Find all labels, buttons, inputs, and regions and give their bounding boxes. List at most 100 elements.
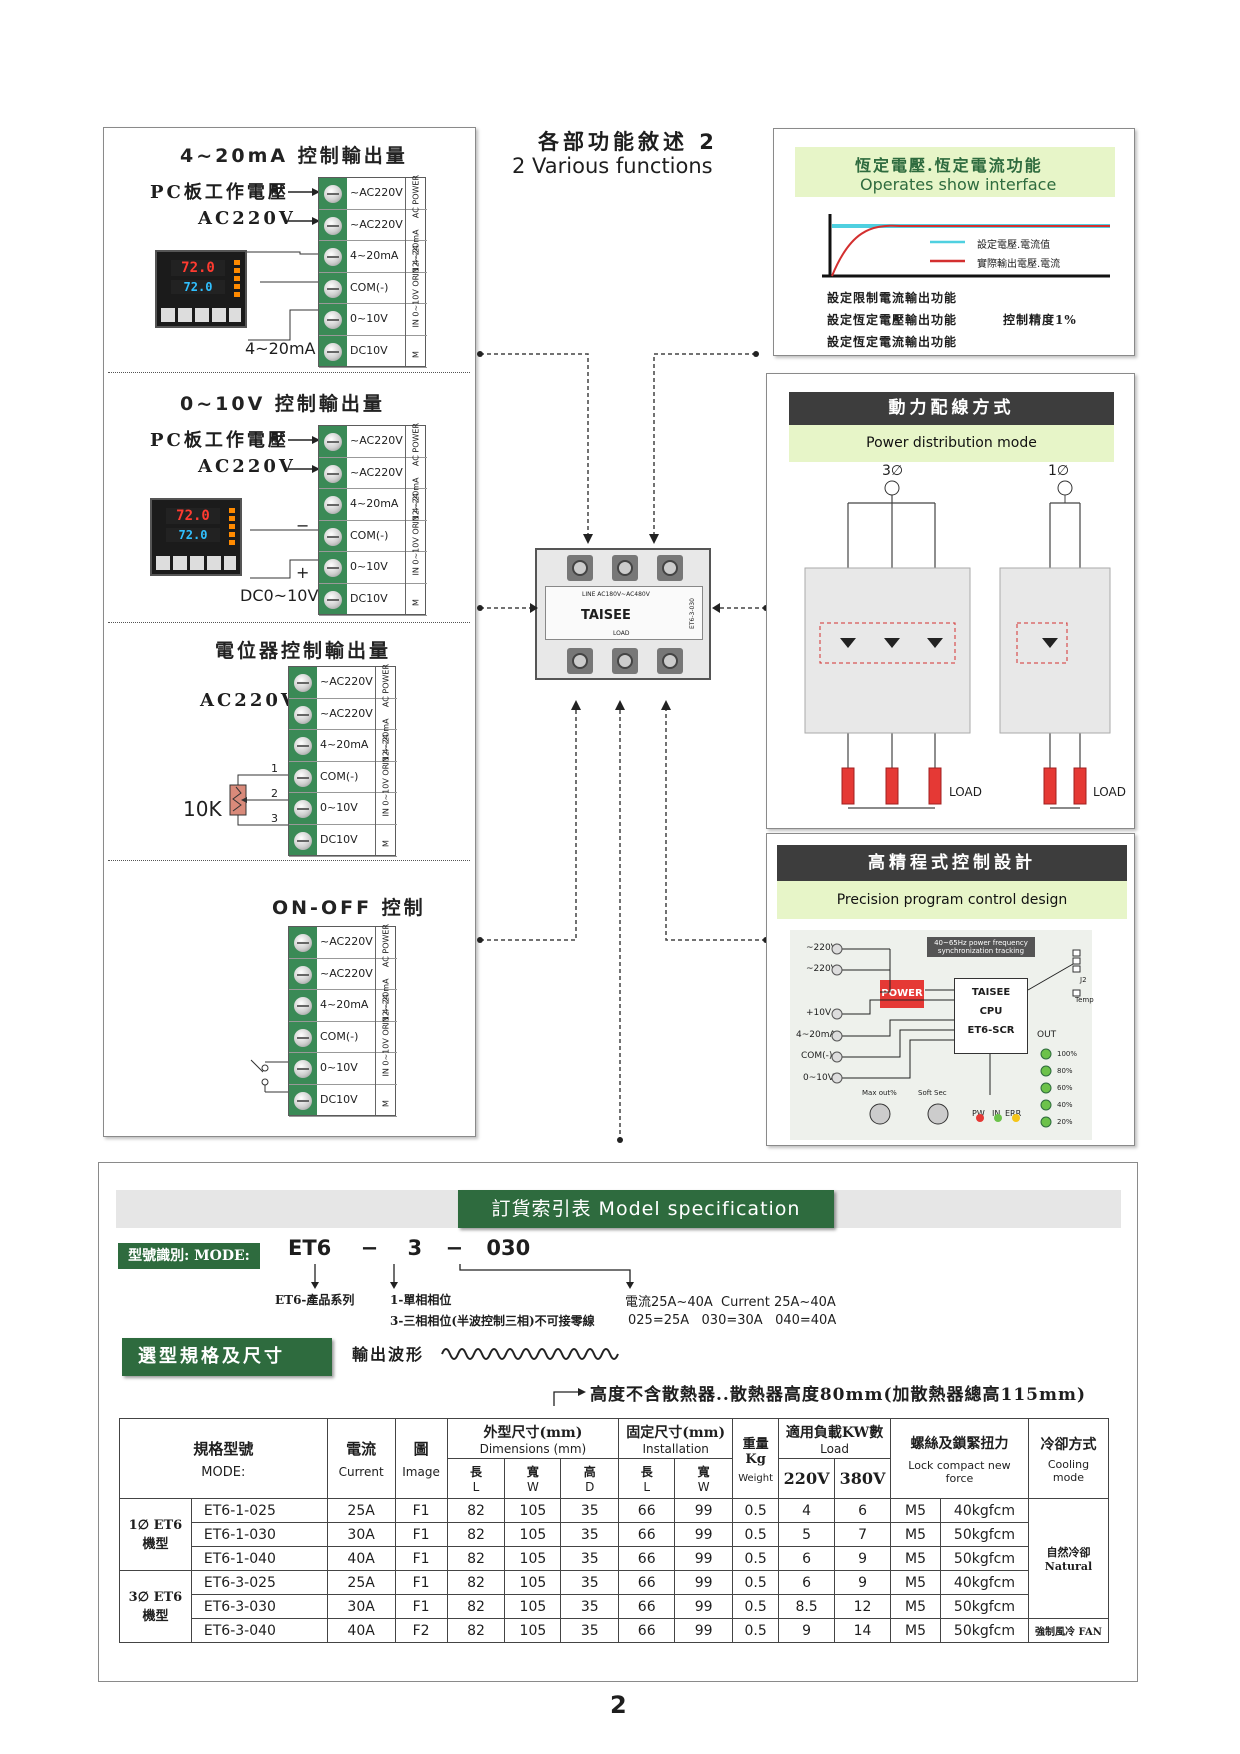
table-cell: 99 (674, 1546, 734, 1571)
h-image-en: Image (402, 1465, 440, 1479)
h-W-en: W (526, 1480, 539, 1494)
table-cell: 82 (446, 1618, 506, 1643)
screw-icon (324, 216, 342, 235)
terminal-label: COM(-) (350, 528, 389, 542)
screw-icon (294, 997, 312, 1016)
table-cell: ET6-3-040 (190, 1618, 328, 1643)
phase1-desc: 1-單相相位 (390, 1293, 452, 1307)
pv-display: 72.0 (171, 260, 225, 276)
table-cell: 6 (778, 1570, 836, 1595)
table-cell: 0.5 (732, 1522, 780, 1547)
h-380v: 380V (834, 1458, 892, 1499)
side-label: AC POWER (411, 174, 421, 219)
h-IW-en: W (697, 1480, 710, 1494)
terminal-label: ~AC220V (320, 706, 373, 720)
s2-wires (250, 436, 320, 579)
page-number: 2 (610, 1691, 627, 1719)
out-label: OUT (1037, 1030, 1057, 1040)
sync-label: 40~65Hz power frequency synchronization … (927, 937, 1035, 957)
output-waveform (441, 1348, 619, 1360)
cpu-in-2: ~220V (806, 964, 837, 974)
screw-icon (324, 496, 342, 515)
terminal-label: 4~20mA (350, 497, 399, 511)
j2-label: J2 (1080, 976, 1087, 984)
terminal-row: ~AC220V (319, 210, 427, 242)
power-title-zh: 動力配線方式 (789, 392, 1114, 425)
side-label: IN 0~10V OR 12~24 (411, 245, 421, 328)
terminal-label: COM(-) (320, 769, 359, 783)
s3-ac-label: AC220V (200, 690, 298, 711)
h-load-en: Load (820, 1441, 849, 1456)
cpu-in-3: +10V (806, 1008, 832, 1018)
table-cell: F1 (394, 1570, 448, 1595)
ssr-term-t3 (657, 555, 683, 581)
s2-pc-label: PC板工作電壓 (150, 430, 289, 451)
ssr-module: TAISEE LINE AC180V~AC480V LOAD ET6-3-030 (535, 548, 711, 680)
s4-title: ON-OFF 控制 (272, 897, 426, 919)
table-cell: 30A (326, 1522, 396, 1547)
h-cool-zh: 冷卻方式 (1040, 1436, 1097, 1453)
side-label: AC POWER (381, 923, 391, 968)
table-cell: ET6-1-025 (190, 1498, 328, 1523)
terminal-row: ~AC220V (319, 458, 427, 490)
code-arrows (311, 1264, 634, 1289)
table-cell: 50kgfcm (939, 1618, 1029, 1643)
h-IW-zh: 寬 (697, 1465, 710, 1479)
s3-title: 電位器控制輸出量 (215, 640, 392, 662)
ssr-term-b2 (612, 648, 638, 674)
divider (108, 372, 470, 373)
h-dim-zh: 外型尺寸(mm) (483, 1424, 583, 1441)
h-model-en: MODE: (201, 1464, 246, 1480)
s2-controller: 72.0 72.0 (150, 498, 242, 576)
h-W-zh: 寬 (526, 1465, 539, 1479)
s2-signal-label: DC0~10V (240, 586, 319, 605)
table-cell: 105 (504, 1594, 562, 1619)
table-cell: 35 (560, 1522, 620, 1547)
terminal-row: COM(-) (289, 1022, 397, 1054)
terminal-label: 4~20mA (350, 249, 399, 263)
s2-minus: − (296, 516, 310, 535)
terminal-row: 0~10V (319, 304, 427, 336)
table-cell: 35 (560, 1498, 620, 1523)
terminal-row: 4~20mA (319, 241, 427, 273)
side-label: IN 0~10V OR 12~24 (411, 493, 421, 576)
s2-ac-label: AC220V (198, 456, 296, 477)
screw-icon (324, 311, 342, 330)
sv-display: 72.0 (171, 280, 225, 294)
cpu-wiring (831, 943, 1081, 1128)
controller-buttons (161, 308, 241, 322)
pot-label: 10K (183, 797, 222, 821)
h-D-zh: 高 (583, 1465, 596, 1479)
terminal-row: DC10V (289, 1085, 397, 1117)
table-cell: F1 (394, 1546, 448, 1571)
load-1phase: LOAD (1093, 785, 1126, 799)
table-cell: F2 (394, 1618, 448, 1643)
pot-pin3: 3 (271, 812, 278, 825)
s1-ac-label: AC220V (198, 208, 296, 229)
pct-100: 100% (1057, 1050, 1078, 1058)
s2-title: 0~10V 控制輸出量 (180, 393, 385, 415)
terminal-row: ~AC220V (319, 178, 427, 210)
table-cell: 82 (446, 1522, 506, 1547)
table-cell: 105 (504, 1570, 562, 1595)
table-cell: 99 (674, 1618, 734, 1643)
table-cell: 4 (778, 1498, 836, 1523)
terminal-row: ~AC220V (289, 959, 397, 991)
table-cell: 0.5 (732, 1594, 780, 1619)
table-cell: 0.5 (732, 1618, 780, 1643)
h-current-zh: 電流 (346, 1440, 377, 1458)
controller-buttons (156, 556, 236, 570)
side-label: IN 0~10V OR 12~24 (381, 734, 391, 817)
screw-icon (294, 1028, 312, 1047)
constant-graph (822, 214, 1110, 278)
